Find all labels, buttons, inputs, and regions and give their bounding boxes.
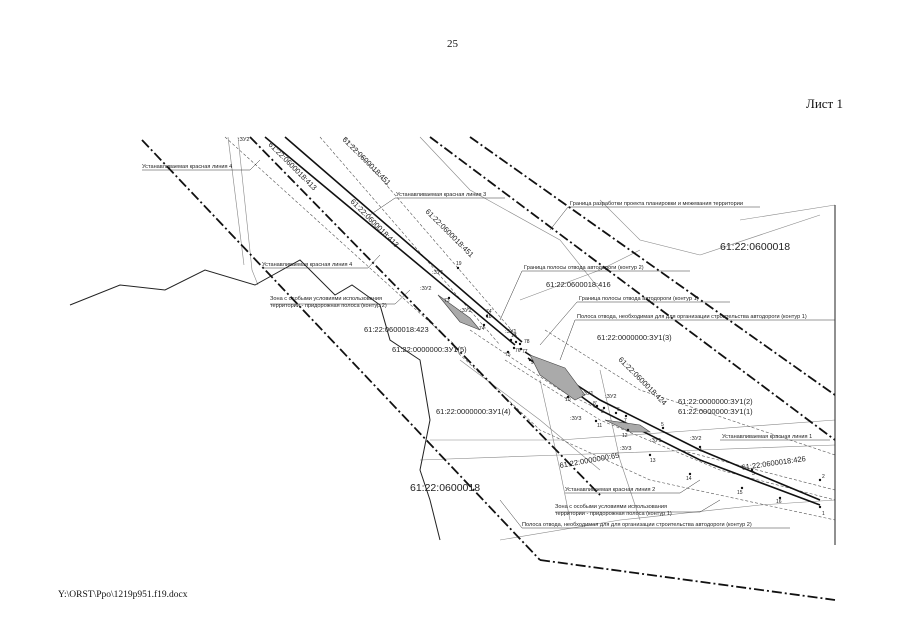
cadastral-label: 61:22:0600018:426 xyxy=(741,454,806,472)
parcel-label: :ЗУ2 xyxy=(605,394,617,400)
point-label: 4 xyxy=(699,448,702,454)
annotation: Полоса отвода, необходимая для для орган… xyxy=(577,314,807,320)
cadastral-label: 61:22:0000000:ЗУ1(5) xyxy=(392,345,467,354)
cadastral-label: 61:22:0600018:451 xyxy=(341,135,393,187)
district-code-1: 61:22:0600018 xyxy=(720,241,790,253)
page-number: 25 xyxy=(447,38,458,50)
parcel-label: :ЗУ2 xyxy=(460,308,472,314)
leader-lines xyxy=(142,159,835,529)
point-label: 15 xyxy=(737,490,743,496)
annotation: Полоса отвода, необходимая для для орган… xyxy=(522,522,752,528)
annotation: территории - придорожная полоса (контур … xyxy=(555,511,672,517)
point-label: 18 xyxy=(486,314,492,320)
annotation: Граница разработки проекта планировки и … xyxy=(570,201,743,207)
parcel-label: :ЗУ2 xyxy=(238,137,250,143)
point-label: 6 xyxy=(617,407,620,413)
point-label: 8' xyxy=(593,401,597,407)
point-label: 19 xyxy=(456,261,462,267)
shaded-areas xyxy=(437,294,651,433)
point-label: 74 xyxy=(479,326,485,332)
annotation: Граница полосы отвода автодороги (контур… xyxy=(579,296,699,302)
cadastral-label: 61:22:0600018:451 xyxy=(424,207,476,259)
parcel-label: :ЗУ3 xyxy=(570,416,582,422)
point-label: 76 xyxy=(515,348,521,354)
cadastral-label: 61:22:0600018:424 xyxy=(617,355,669,407)
project-boundary xyxy=(69,205,836,545)
annotation: Устанавливаемая красная линия 4 xyxy=(142,164,232,170)
annotation: Устанавливаемая красная линия 3 xyxy=(396,192,486,198)
annotation: Зона с особыми условиями использования xyxy=(270,296,382,302)
point-label: 12 xyxy=(622,433,628,439)
point-labels: 19 73 74' 74 18 17 78 76 77 75 9 10 8' 8… xyxy=(444,261,825,517)
point-label: 13 xyxy=(650,458,656,464)
sheet-label: Лист 1 xyxy=(806,96,843,111)
cadastral-label: 61:22:0000000:ЗУ1(4) xyxy=(436,407,511,416)
district-code-2: 61:22:0600018 xyxy=(410,482,480,494)
point-label: 14 xyxy=(686,476,692,482)
red-lines xyxy=(141,136,836,601)
point-label: 9 xyxy=(531,360,534,366)
point-label: 17 xyxy=(511,333,517,339)
parcel-label: :ЗУ3 xyxy=(620,446,632,452)
parcel-label: :ЗУ1 xyxy=(650,438,662,444)
annotation: Устанавливаемая красная линия 2 xyxy=(565,487,655,493)
annotation: Граница полосы отвода автодороги (контур… xyxy=(524,265,644,271)
parcel-label: :ЗУ2 xyxy=(690,436,702,442)
point-label: 16 xyxy=(776,499,782,505)
annotation: Устанавливаемая красная линия 1 xyxy=(722,434,812,440)
point-label: 2 xyxy=(822,474,825,480)
point-label: 5 xyxy=(661,422,664,428)
point-label: 3 xyxy=(752,471,755,477)
cadastral-label: 61:22:0000000:65 xyxy=(559,451,620,470)
point-label: 1 xyxy=(822,511,825,517)
cadastral-label: 61:22:0600018:423 xyxy=(364,325,429,334)
cadastral-label: 61:22:0000000:ЗУ1(3) xyxy=(597,333,672,342)
road-axis xyxy=(264,136,821,506)
cadastral-label: 61:22:0000000:ЗУ1(2) xyxy=(678,397,753,406)
point-label: 78 xyxy=(524,339,530,345)
point-label: 11 xyxy=(597,423,602,429)
point-label: 75 xyxy=(505,352,511,358)
parcel-label: :ЗУ2 xyxy=(420,286,432,292)
cadastral-label: 61:22:0600018:413 xyxy=(267,140,319,192)
parcel-label: :ЗУ1 xyxy=(432,270,444,276)
point-label: 73 xyxy=(444,298,450,304)
point-label: 10 xyxy=(565,397,571,403)
annotation: территории - придорожная полоса (контур … xyxy=(270,303,387,309)
cadastral-label: 61:22:0600018:413 xyxy=(349,197,401,249)
boundary-points xyxy=(447,266,822,509)
parcel-label: :ЗУ1 xyxy=(505,329,517,335)
point-label: 77 xyxy=(522,349,528,355)
parcel-label: :ЗУ1 xyxy=(582,391,594,397)
cadastral-boundaries xyxy=(227,136,836,541)
annotation: Зона с особыми условиями использования xyxy=(555,504,667,510)
annotation: Устанавливаемая красная линия 4 xyxy=(262,262,352,268)
cadastral-label: 61:22:0600018:416 xyxy=(546,280,611,289)
point-label: 7 xyxy=(624,418,627,424)
file-path: Y:\ORST\Ppo\1219p951.f19.docx xyxy=(58,590,188,600)
point-label: 8 xyxy=(601,409,604,415)
zone-boundaries xyxy=(224,136,836,521)
cadastral-label: 61:22:0000000:ЗУ1(1) xyxy=(678,407,753,416)
point-label: 74' xyxy=(486,309,493,315)
